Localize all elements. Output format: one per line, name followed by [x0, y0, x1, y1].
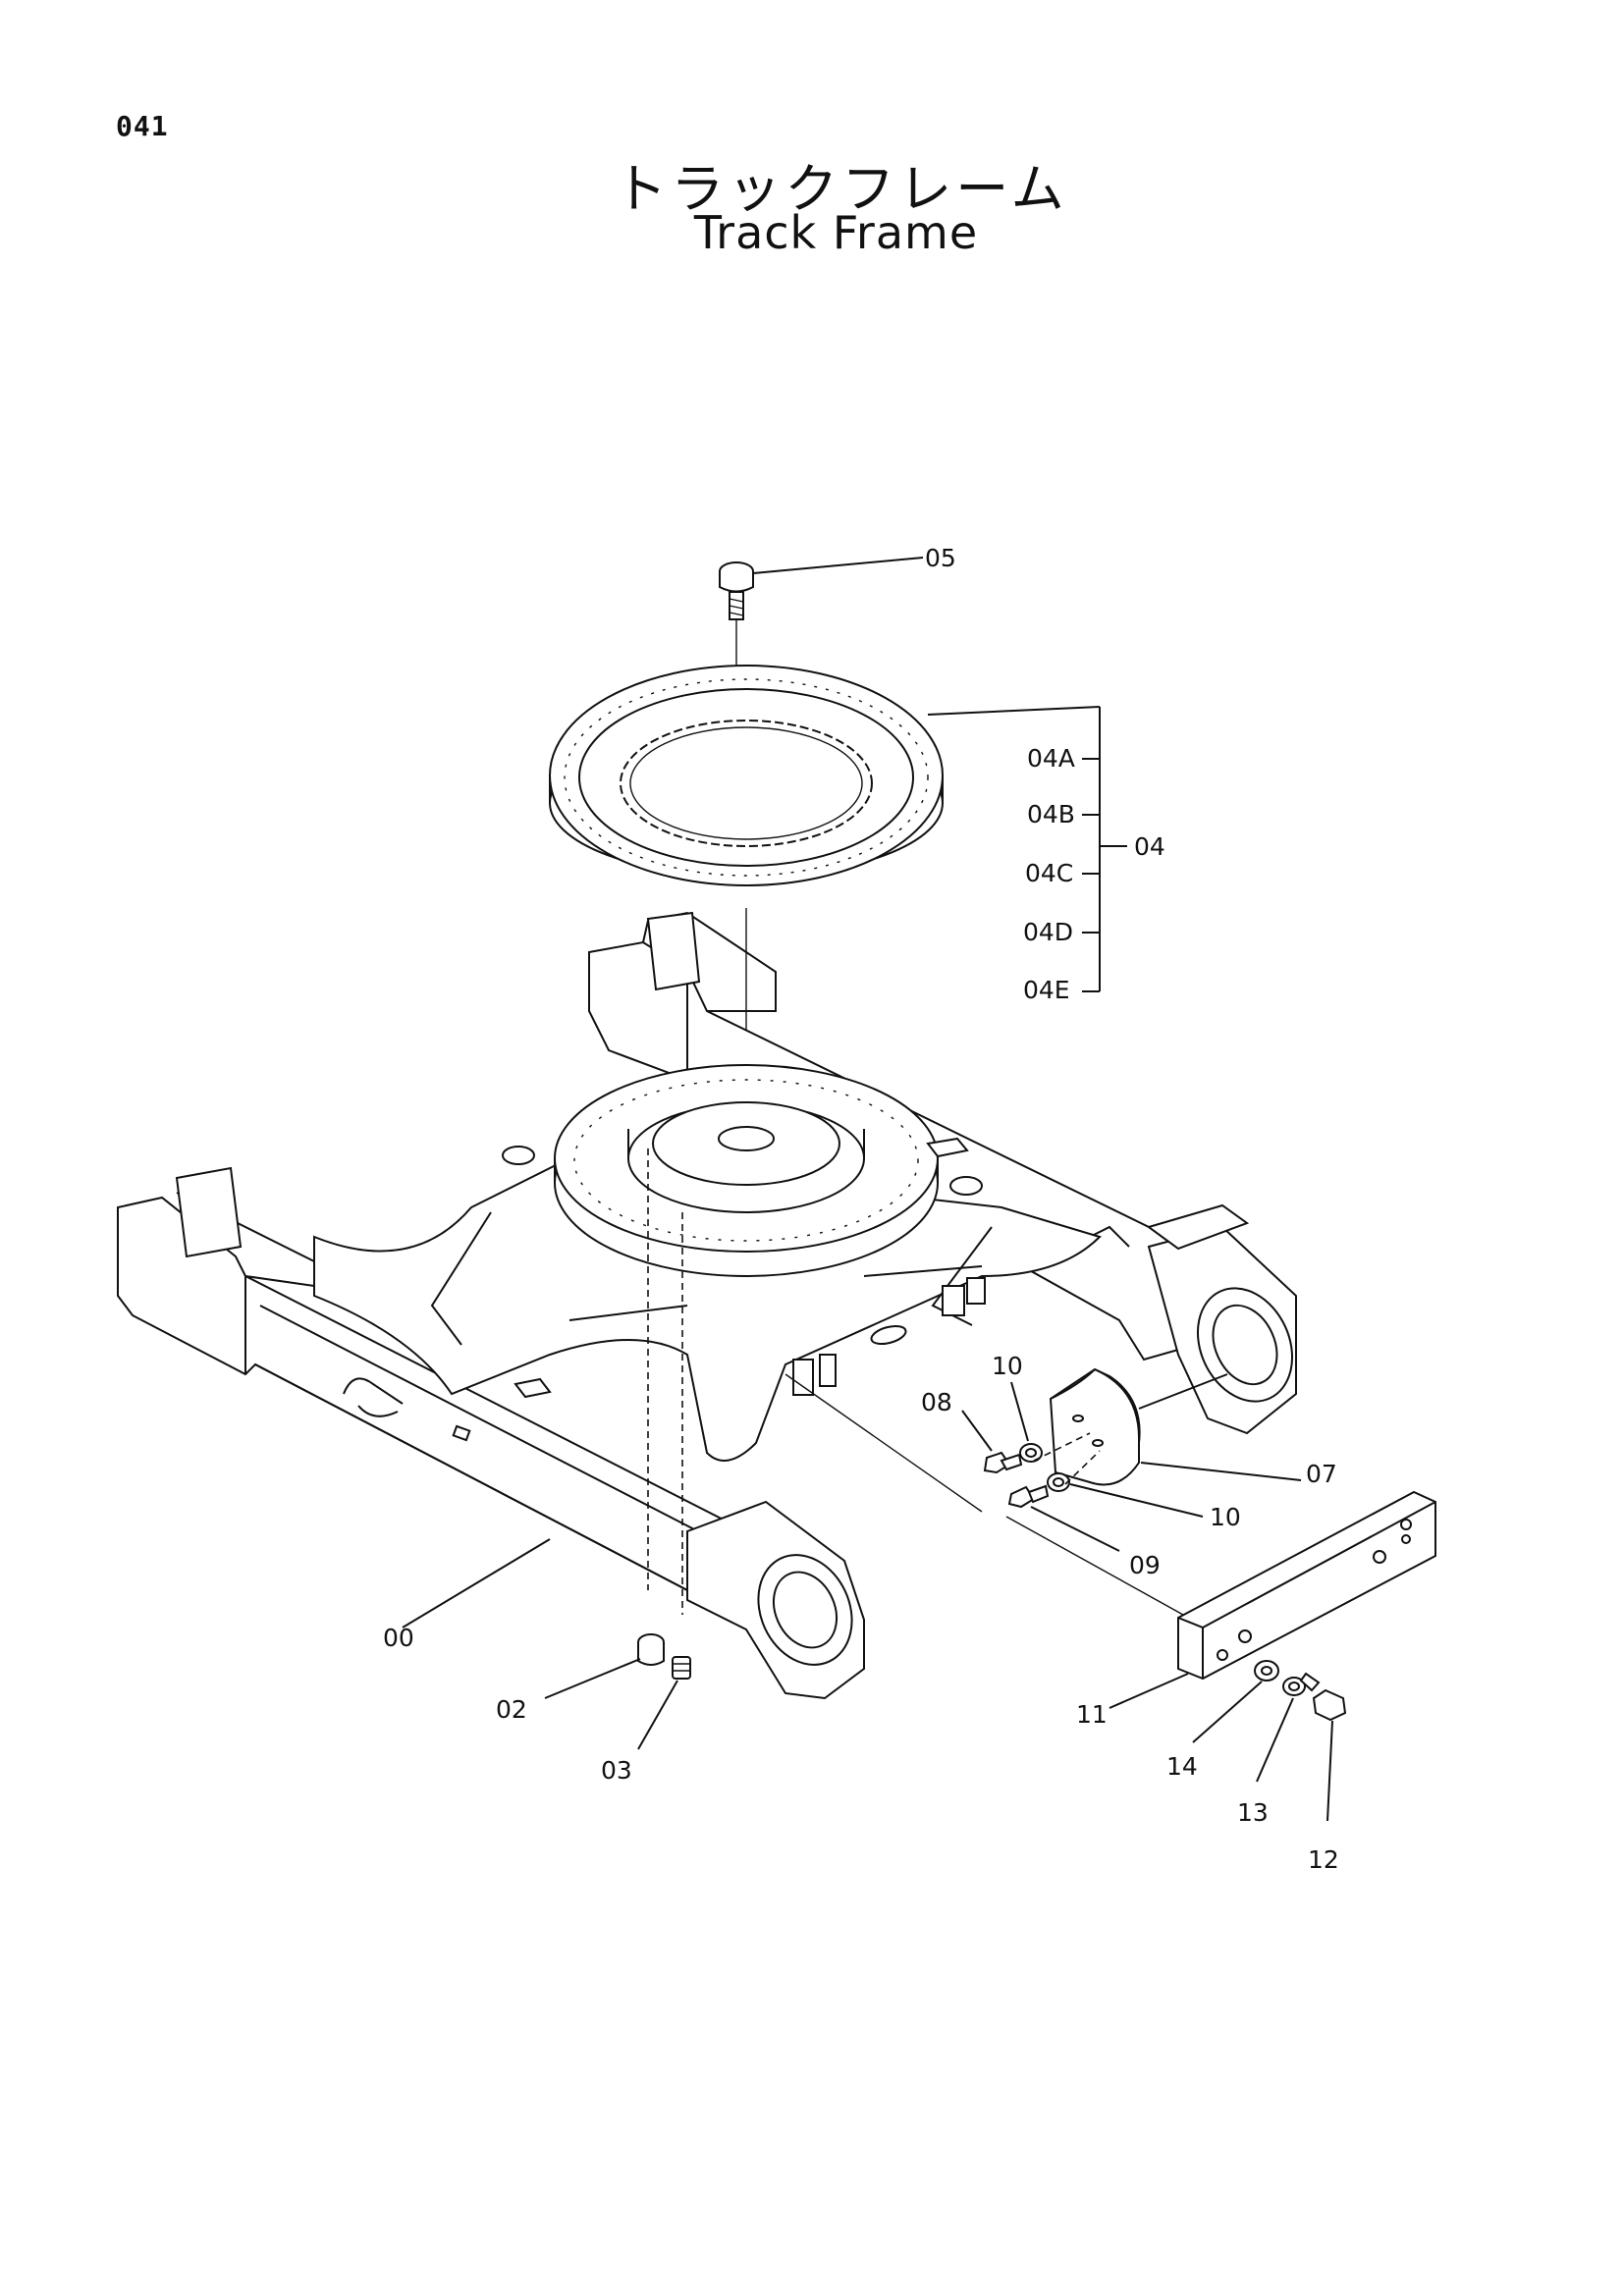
- washer-10-lower: [1047, 1472, 1070, 1492]
- track-frame: [117, 911, 1297, 1700]
- label-04D: 04D: [1023, 918, 1073, 946]
- plug-02: [637, 1633, 665, 1666]
- label-04B: 04B: [1027, 800, 1075, 828]
- title-english: Track Frame: [693, 206, 979, 259]
- page-number: 041: [116, 110, 169, 142]
- label-05: 05: [925, 544, 956, 572]
- swing-bearing-ring: [549, 665, 944, 886]
- bolt-08: [983, 1451, 1023, 1474]
- label-10-upper: 10: [992, 1352, 1023, 1380]
- label-02: 02: [496, 1695, 527, 1724]
- washer-14: [1254, 1660, 1279, 1682]
- washer-10-upper: [1019, 1443, 1043, 1463]
- label-11: 11: [1076, 1700, 1108, 1729]
- bolt-05: [719, 561, 754, 620]
- label-04E: 04E: [1023, 976, 1070, 1004]
- washer-13: [1282, 1677, 1306, 1696]
- label-04: 04: [1134, 832, 1165, 861]
- label-04A: 04A: [1027, 744, 1075, 773]
- label-07: 07: [1306, 1460, 1337, 1488]
- plate-11: [1177, 1490, 1436, 1681]
- label-10-lower: 10: [1210, 1503, 1241, 1531]
- label-12: 12: [1308, 1845, 1339, 1874]
- label-14: 14: [1166, 1752, 1198, 1781]
- label-13: 13: [1237, 1798, 1269, 1827]
- label-09: 09: [1129, 1551, 1161, 1579]
- bolt-12: [1299, 1672, 1347, 1722]
- label-04C: 04C: [1025, 859, 1073, 887]
- plug-03: [672, 1656, 691, 1680]
- label-03: 03: [601, 1756, 632, 1785]
- group-bracket-04: [1082, 707, 1127, 992]
- cover-plate-07: [1049, 1367, 1141, 1486]
- label-08: 08: [921, 1388, 952, 1416]
- label-00: 00: [383, 1624, 414, 1652]
- title-japanese: トラックフレーム: [614, 158, 1068, 220]
- bolt-09: [1007, 1484, 1050, 1509]
